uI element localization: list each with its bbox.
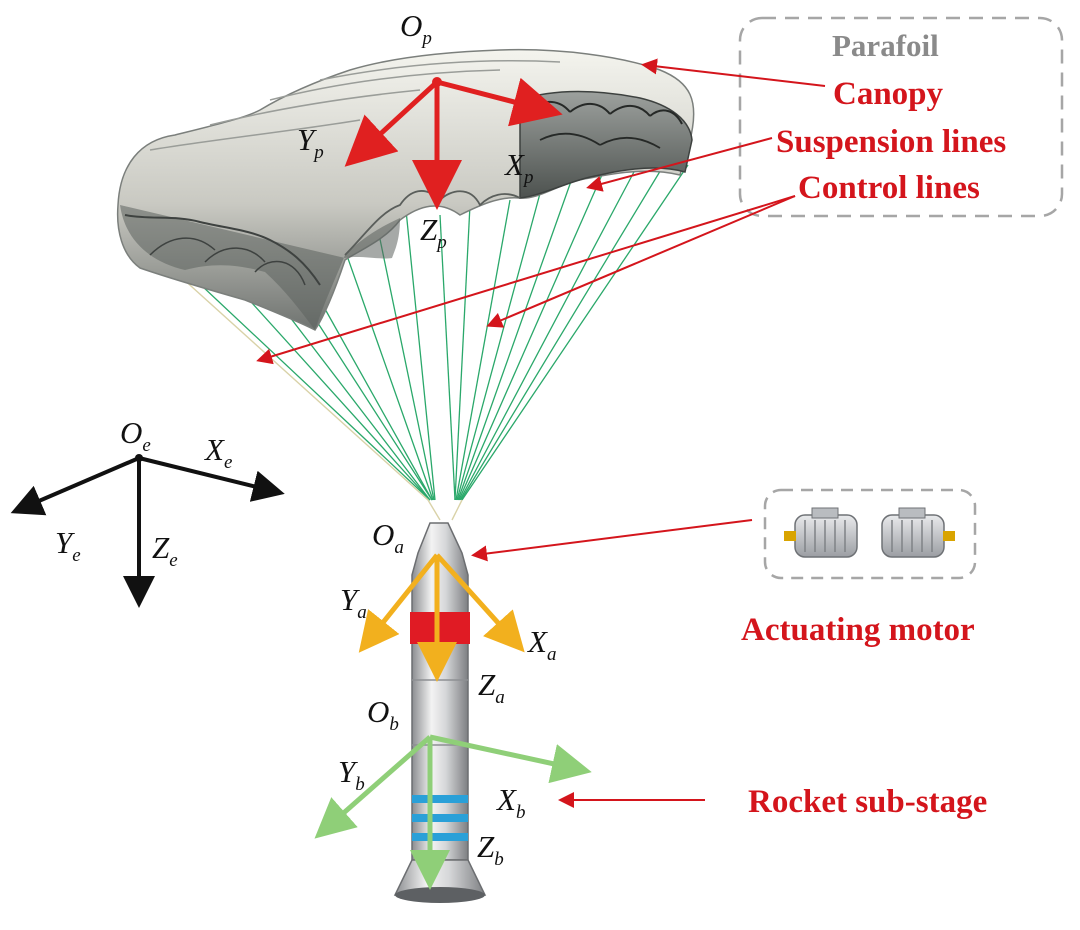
parafoil-pointers (256, 58, 826, 365)
earth-z-label: Ze (152, 530, 178, 571)
actuator-frame (358, 553, 525, 682)
actuating-motor-label: Actuating motor (741, 612, 975, 648)
body-frame (314, 734, 592, 890)
actuator-x-label: Xa (526, 624, 556, 665)
actuator-y-label: Ya (340, 582, 367, 623)
rocket-blue-band (412, 814, 468, 822)
parafoil-x-label: Xp (503, 147, 533, 188)
earth-x-label: Xe (203, 432, 232, 473)
canopy (116, 48, 695, 331)
parafoil-z-label: Zp (420, 212, 447, 253)
rocket-blue-band (412, 795, 468, 803)
earth-frame (10, 454, 285, 608)
rocket-red-band (410, 612, 470, 644)
parafoil-origin-label: Op (400, 8, 432, 49)
parafoil-y-label: Yp (297, 122, 324, 163)
suspension-lines-label: Suspension lines (776, 124, 1006, 160)
body-y-label: Yb (338, 754, 365, 795)
parafoil-legend-box (738, 16, 1064, 218)
body-z-label: Zb (477, 829, 504, 870)
actuator-origin-label: Oa (372, 517, 404, 558)
suspension-lines (184, 164, 689, 501)
rocket-substage-label: Rocket sub-stage (748, 784, 987, 820)
parafoil-frame (344, 77, 563, 210)
earth-origin-label: Oe (120, 415, 151, 456)
body-origin-label: Ob (367, 694, 399, 735)
control-lines-label: Control lines (798, 170, 980, 206)
earth-y-label: Ye (55, 525, 81, 566)
rocket-blue-band (412, 833, 468, 841)
motor-pointer (471, 519, 753, 562)
rocket-body (393, 522, 487, 903)
motor-icon (784, 507, 858, 558)
motor-icon (881, 507, 955, 558)
canopy-label: Canopy (833, 76, 944, 112)
parafoil-group-title: Parafoil (832, 28, 939, 63)
body-x-label: Xb (495, 782, 525, 823)
motor-legend-box (763, 488, 977, 580)
actuator-z-label: Za (478, 667, 505, 708)
